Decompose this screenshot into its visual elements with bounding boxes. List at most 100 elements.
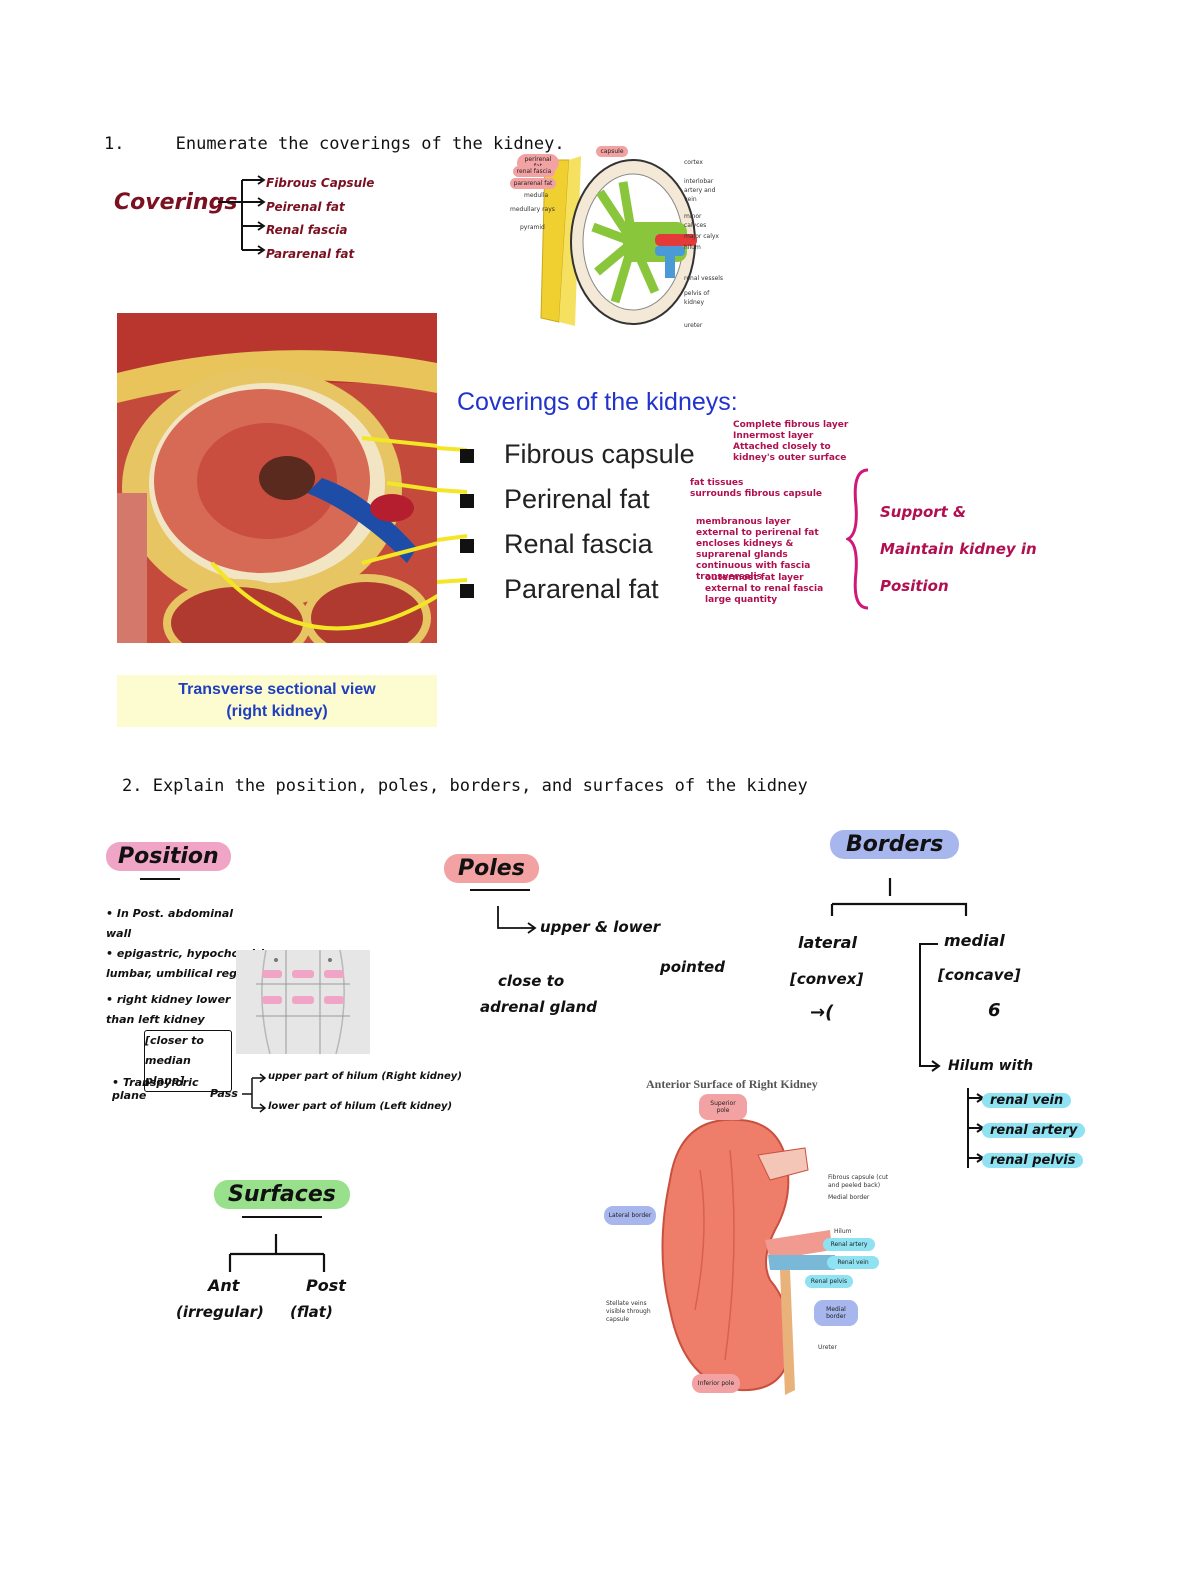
question-2: 2. Explain the position, poles, borders,… bbox=[122, 776, 808, 796]
border-medial-sub: [concave] bbox=[938, 966, 1021, 984]
slide-heading: Coverings of the kidneys: bbox=[457, 388, 738, 416]
poles-upper-note-1: close to bbox=[498, 972, 565, 990]
coverings-list: Fibrous Capsule Peirenal fat Renal fasci… bbox=[266, 172, 374, 266]
position-branches: upper part of hilum (Right kidney) lower… bbox=[268, 1062, 462, 1122]
tag-renal-artery: Renal artery bbox=[823, 1238, 875, 1251]
note-line: continuous with fascia transversalis bbox=[696, 561, 811, 582]
note-line: fat tissues bbox=[690, 478, 744, 488]
tag-renal-vein: Renal vein bbox=[827, 1256, 879, 1269]
position-underline bbox=[140, 878, 180, 880]
coverings-root: Coverings bbox=[114, 190, 238, 215]
border-medial-symbol: 6 bbox=[988, 1000, 1001, 1021]
border-lateral-sub: [convex] bbox=[790, 970, 864, 988]
transverse-section-image bbox=[117, 313, 437, 643]
tag-inferior-pole: Inferior pole bbox=[692, 1374, 740, 1393]
slide-items: Fibrous capsule Perirenal fat Renal fasc… bbox=[460, 432, 695, 612]
surface-anterior: Ant bbox=[208, 1276, 240, 1295]
question-text: Enumerate the coverings of the kidney. bbox=[175, 134, 565, 154]
kidney-figure-title: Anterior Surface of Right Kidney bbox=[646, 1077, 818, 1091]
label-medulla: medulla bbox=[524, 192, 549, 199]
covering-item: Peirenal fat bbox=[266, 199, 345, 214]
note-line: surrounds fibrous capsule bbox=[690, 489, 823, 499]
note-line: Attached closely to kidney's outer surfa… bbox=[733, 442, 847, 463]
position-bullet: • right kidney lower than left kidney bbox=[106, 993, 231, 1026]
position-title: Position bbox=[106, 842, 231, 871]
hilum-items: renal vein renal artery renal pelvis bbox=[982, 1086, 1086, 1176]
label-pelvis: pelvis of kidney bbox=[684, 290, 710, 306]
brace-note: Support & Maintain kidney in Position bbox=[880, 494, 1037, 605]
notes-pararenal: outermost fat layer external to renal fa… bbox=[705, 573, 825, 606]
surfaces-tree bbox=[228, 1234, 326, 1272]
slide-item: Fibrous capsule bbox=[460, 432, 695, 477]
hilum-item: renal vein bbox=[982, 1093, 1072, 1108]
label-minor-calyces: minor calyces bbox=[684, 213, 707, 229]
note-line: encloses kidneys & suprarenal glands bbox=[696, 539, 794, 560]
surface-anterior-sub: (irregular) bbox=[176, 1303, 264, 1321]
poles-lower-note: pointed bbox=[660, 958, 725, 976]
label-renal-vessels: renal vessels bbox=[684, 275, 724, 282]
slide-item-label: Renal fascia bbox=[504, 529, 653, 559]
position-bullet: • In Post. abdominal wall bbox=[106, 907, 234, 940]
notes-fascia: membranous layer external to perirenal f… bbox=[696, 517, 846, 583]
position-branch: upper part of hilum (Right kidney) bbox=[268, 1071, 462, 1082]
poles-title: Poles bbox=[444, 854, 539, 883]
covering-item: Fibrous Capsule bbox=[266, 176, 375, 190]
position-pass: Pass bbox=[210, 1087, 238, 1100]
figure-caption: Transverse sectional view (right kidney) bbox=[117, 675, 437, 727]
diagram-right-labels: cortex interlobar artery and vein minor … bbox=[684, 158, 724, 330]
slide-item-label: Pararenal fat bbox=[504, 574, 659, 604]
label-pyramid: pyramid bbox=[520, 224, 545, 231]
note-line: membranous layer bbox=[696, 517, 791, 527]
border-lateral-symbol: →( bbox=[810, 1002, 834, 1023]
note-line: Innermost layer bbox=[733, 431, 814, 441]
hilum-label: Hilum with bbox=[948, 1058, 1034, 1074]
border-medial: medial bbox=[944, 931, 1005, 950]
brace-icon bbox=[846, 468, 869, 610]
slide-item: Perirenal fat bbox=[460, 477, 695, 522]
surfaces-underline bbox=[242, 1216, 322, 1218]
tag-superior-pole: Superior pole bbox=[699, 1094, 747, 1120]
hilum-item: renal pelvis bbox=[982, 1153, 1084, 1168]
position-bullets: • In Post. abdominal wall • epigastric, … bbox=[106, 904, 282, 1092]
tag-renal-pelvis: Renal pelvis bbox=[805, 1275, 853, 1288]
label-medullary-rays: medullary rays bbox=[510, 206, 555, 213]
note-line: Complete fibrous layer bbox=[733, 420, 849, 430]
label-cortex: cortex bbox=[684, 159, 703, 166]
note-line: external to renal fascia bbox=[705, 584, 824, 594]
note-line: external to perirenal fat bbox=[696, 528, 819, 538]
caption-line-1: Transverse sectional view bbox=[178, 681, 376, 698]
poles-underline bbox=[470, 889, 530, 891]
poles-line: upper & lower bbox=[540, 918, 661, 936]
slide-item-label: Perirenal fat bbox=[504, 484, 650, 514]
note-line: outermost fat layer bbox=[705, 573, 804, 583]
position-transpyloric: • Transpyloric plane bbox=[112, 1076, 199, 1102]
position-branch-arrows bbox=[242, 1073, 266, 1113]
label-interlobar: interlobar artery and vein bbox=[684, 178, 716, 203]
label-hilum: hilum bbox=[684, 244, 701, 251]
brace-note-line: Position bbox=[880, 577, 949, 595]
covering-item: Renal fascia bbox=[266, 223, 348, 237]
brace-note-line: Maintain kidney in bbox=[880, 540, 1037, 558]
question-1: 1. Enumerate the coverings of the kidney… bbox=[104, 134, 565, 154]
notes-perirenal: fat tissues surrounds fibrous capsule bbox=[690, 478, 822, 500]
poles-upper-note-2: adrenal gland bbox=[480, 998, 598, 1016]
surface-posterior-sub: (flat) bbox=[290, 1303, 333, 1321]
pointer-lines bbox=[437, 446, 467, 584]
label-ureter: Ureter bbox=[818, 1344, 837, 1351]
label-fibrous-capsule: Fibrous capsule (cut and peeled back) bbox=[828, 1174, 889, 1189]
kidney-coronal-diagram bbox=[540, 156, 697, 326]
label-ureter: ureter bbox=[684, 322, 703, 329]
label-stellate-veins: Stellate veins visible through capsule bbox=[606, 1300, 651, 1323]
border-lateral: lateral bbox=[798, 933, 857, 952]
borders-title: Borders bbox=[830, 830, 960, 859]
note-line: large quantity bbox=[705, 595, 778, 605]
kidney-anterior-image bbox=[661, 1118, 835, 1395]
tag-pararenal-fat: pararenal fat bbox=[510, 178, 556, 189]
covering-item: Pararenal fat bbox=[266, 246, 355, 261]
label-hilum: Hilum bbox=[834, 1228, 852, 1235]
surfaces-title: Surfaces bbox=[214, 1180, 350, 1209]
question-number: 1. bbox=[104, 134, 125, 154]
tag-lateral-border: Lateral border bbox=[604, 1206, 656, 1225]
position-branch: lower part of hilum (Left kidney) bbox=[268, 1101, 453, 1112]
slide-item: Renal fascia bbox=[460, 522, 695, 567]
